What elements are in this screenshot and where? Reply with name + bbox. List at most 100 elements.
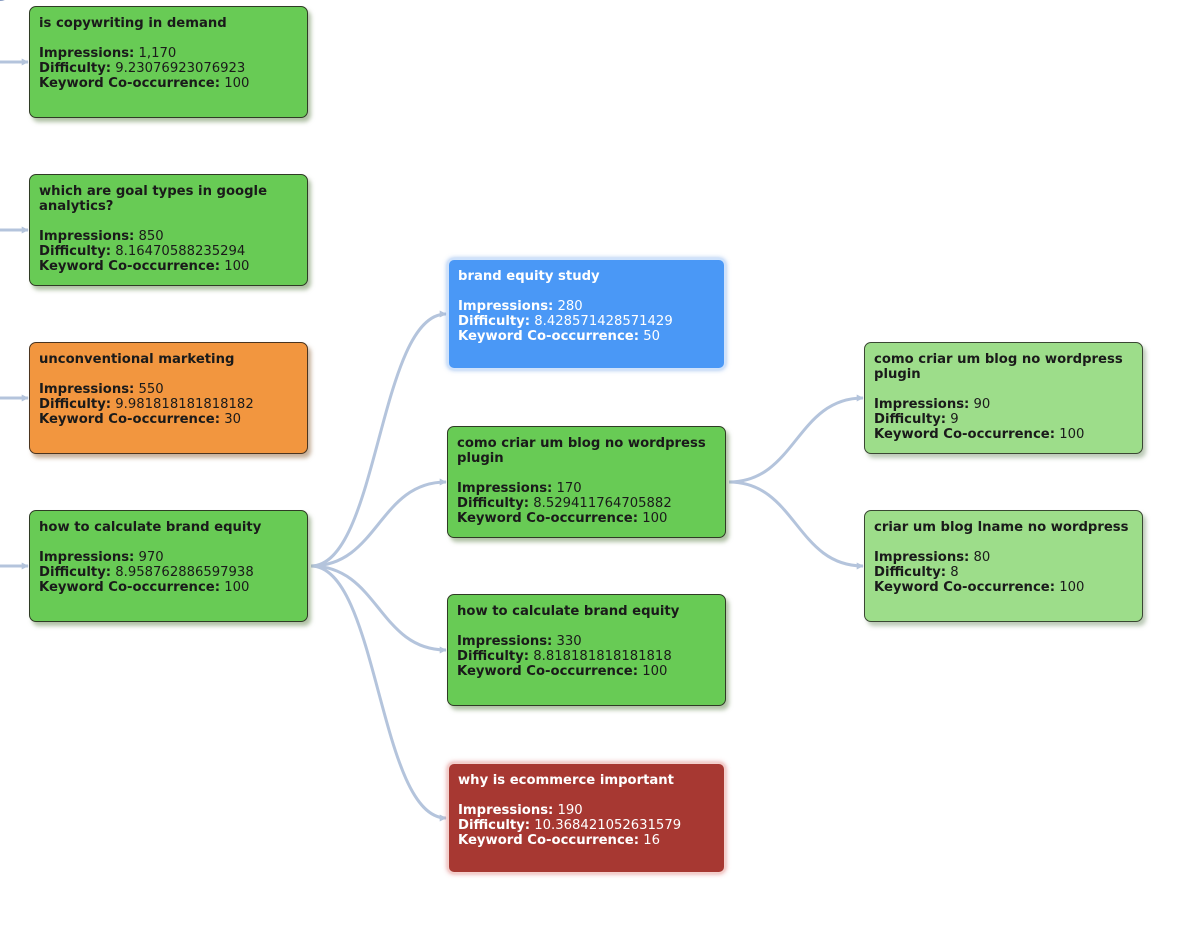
difficulty-row: Difficulty: 8.958762886597938: [39, 565, 298, 580]
cooccurrence-value: 16: [643, 833, 660, 848]
cooccurrence-row: Keyword Co-occurrence: 100: [874, 580, 1133, 595]
difficulty-row: Difficulty: 8.818181818181818: [457, 649, 716, 664]
impressions-value: 170: [556, 481, 582, 496]
cooccurrence-label: Keyword Co-occurrence:: [458, 833, 639, 848]
difficulty-label: Difficulty:: [874, 412, 947, 427]
impressions-label: Impressions:: [39, 382, 135, 397]
impressions-value: 90: [973, 397, 991, 412]
node-title: como criar um blog no wordpress plugin: [457, 436, 706, 466]
connector-edge: [310, 310, 447, 568]
impressions-row: Impressions: 970: [39, 550, 298, 565]
difficulty-value: 8: [950, 565, 959, 580]
difficulty-label: Difficulty:: [39, 397, 112, 412]
difficulty-row: Difficulty: 9.23076923076923: [39, 61, 298, 76]
cooccurrence-row: Keyword Co-occurrence: 100: [39, 259, 298, 274]
cooccurrence-row: Keyword Co-occurrence: 100: [457, 664, 716, 679]
cooccurrence-value: 100: [642, 664, 668, 679]
cooccurrence-value: 50: [643, 329, 660, 344]
difficulty-value: 8.818181818181818: [533, 649, 672, 664]
cooccurrence-value: 100: [224, 580, 250, 595]
difficulty-row: Difficulty: 9: [874, 412, 1133, 427]
difficulty-value: 8.529411764705882: [533, 496, 672, 511]
cooccurrence-value: 100: [224, 259, 250, 274]
cooccurrence-value: 100: [642, 511, 668, 526]
difficulty-value: 10.368421052631579: [534, 818, 682, 833]
cooccurrence-value: 100: [1059, 427, 1085, 442]
keyword-node[interactable]: which are goal types in google analytics…: [29, 174, 308, 286]
difficulty-value: 8.428571428571429: [534, 314, 673, 329]
difficulty-label: Difficulty:: [39, 244, 112, 259]
cooccurrence-row: Keyword Co-occurrence: 30: [39, 412, 298, 427]
impressions-value: 330: [556, 634, 582, 649]
cooccurrence-label: Keyword Co-occurrence:: [39, 259, 220, 274]
connector-edge: [728, 480, 864, 570]
impressions-row: Impressions: 90: [874, 397, 1133, 412]
cooccurrence-label: Keyword Co-occurrence:: [457, 511, 638, 526]
impressions-value: 550: [138, 382, 164, 397]
impressions-label: Impressions:: [39, 229, 135, 244]
cooccurrence-value: 100: [224, 76, 250, 91]
node-title: why is ecommerce important: [458, 773, 674, 788]
connector-edge: [310, 478, 447, 568]
impressions-value: 190: [557, 803, 583, 818]
difficulty-row: Difficulty: 9.981818181818182: [39, 397, 298, 412]
connector-edge: [310, 564, 447, 822]
cooccurrence-label: Keyword Co-occurrence:: [874, 427, 1055, 442]
difficulty-value: 8.958762886597938: [115, 565, 254, 580]
connector-edge: [310, 564, 447, 654]
keyword-node[interactable]: como criar um blog no wordpress plugin I…: [864, 342, 1143, 454]
difficulty-label: Difficulty:: [457, 496, 530, 511]
impressions-label: Impressions:: [39, 46, 135, 61]
keyword-node[interactable]: how to calculate brand equity Impression…: [29, 510, 308, 622]
difficulty-row: Difficulty: 8.428571428571429: [458, 314, 715, 329]
impressions-row: Impressions: 550: [39, 382, 298, 397]
impressions-value: 970: [138, 550, 164, 565]
difficulty-label: Difficulty:: [39, 565, 112, 580]
cooccurrence-value: 100: [1059, 580, 1085, 595]
impressions-row: Impressions: 190: [458, 803, 715, 818]
cooccurrence-label: Keyword Co-occurrence:: [39, 412, 220, 427]
impressions-label: Impressions:: [874, 397, 970, 412]
difficulty-label: Difficulty:: [457, 649, 530, 664]
impressions-value: 280: [557, 299, 583, 314]
difficulty-label: Difficulty:: [458, 818, 531, 833]
cooccurrence-row: Keyword Co-occurrence: 100: [39, 76, 298, 91]
keyword-node[interactable]: como criar um blog no wordpress plugin I…: [447, 426, 726, 538]
impressions-row: Impressions: 80: [874, 550, 1133, 565]
difficulty-value: 8.16470588235294: [115, 244, 246, 259]
impressions-label: Impressions:: [874, 550, 970, 565]
node-title: unconventional marketing: [39, 352, 235, 367]
keyword-node[interactable]: why is ecommerce important Impressions: …: [447, 762, 726, 874]
node-title: how to calculate brand equity: [39, 520, 262, 535]
difficulty-label: Difficulty:: [874, 565, 947, 580]
difficulty-label: Difficulty:: [39, 61, 112, 76]
cooccurrence-row: Keyword Co-occurrence: 100: [874, 427, 1133, 442]
keyword-node[interactable]: brand equity study Impressions: 280 Diff…: [447, 258, 726, 370]
difficulty-label: Difficulty:: [458, 314, 531, 329]
impressions-value: 80: [973, 550, 991, 565]
cooccurrence-label: Keyword Co-occurrence:: [39, 76, 220, 91]
cooccurrence-row: Keyword Co-occurrence: 16: [458, 833, 715, 848]
impressions-row: Impressions: 280: [458, 299, 715, 314]
cooccurrence-label: Keyword Co-occurrence:: [874, 580, 1055, 595]
cooccurrence-label: Keyword Co-occurrence:: [39, 580, 220, 595]
cooccurrence-row: Keyword Co-occurrence: 100: [39, 580, 298, 595]
keyword-node[interactable]: is copywriting in demand Impressions: 1,…: [29, 6, 308, 118]
node-title: criar um blog lname no wordpress: [874, 520, 1129, 535]
node-title: is copywriting in demand: [39, 16, 227, 31]
difficulty-row: Difficulty: 8: [874, 565, 1133, 580]
keyword-node[interactable]: how to calculate brand equity Impression…: [447, 594, 726, 706]
keyword-node[interactable]: criar um blog lname no wordpress Impress…: [864, 510, 1143, 622]
difficulty-value: 9.981818181818182: [115, 397, 254, 412]
cooccurrence-label: Keyword Co-occurrence:: [457, 664, 638, 679]
impressions-label: Impressions:: [457, 634, 553, 649]
keyword-node[interactable]: unconventional marketing Impressions: 55…: [29, 342, 308, 454]
impressions-label: Impressions:: [458, 299, 554, 314]
cooccurrence-value: 30: [224, 412, 241, 427]
node-title: which are goal types in google analytics…: [39, 184, 268, 214]
impressions-value: 850: [138, 229, 164, 244]
connector-edge: [728, 394, 864, 484]
impressions-label: Impressions:: [457, 481, 553, 496]
node-title: how to calculate brand equity: [457, 604, 680, 619]
